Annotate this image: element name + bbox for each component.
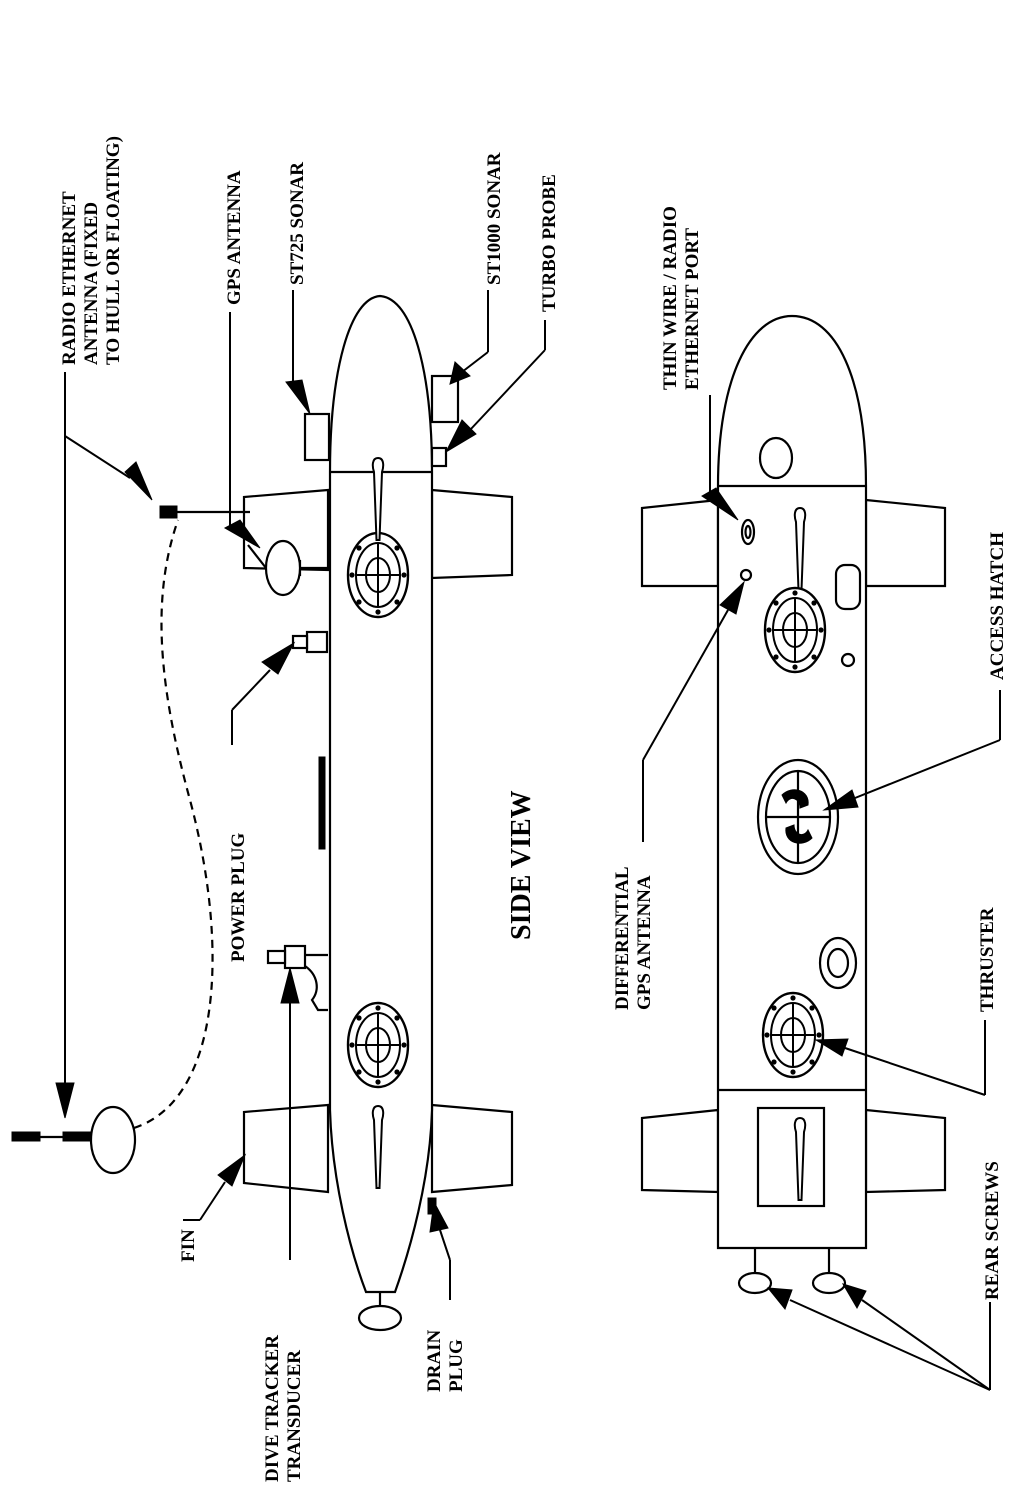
- thin-wire-label-2: ETHERNET PORT: [682, 228, 703, 390]
- radio-antenna-label-3: TO HULL OR FLOATING): [103, 136, 124, 365]
- side-rear-thruster: [346, 1001, 410, 1089]
- top-front-fin-right: [864, 498, 947, 588]
- side-view-drawing: [11, 290, 546, 1332]
- turbo-probe-unit: [430, 446, 448, 468]
- labels: SIDE VIEW RADIO ETHERNET ANTENNA (FIXED …: [59, 136, 1008, 1482]
- rear-screws-label: REAR SCREWS: [982, 1161, 1003, 1300]
- st1000-sonar-unit: [430, 374, 460, 424]
- radio-antenna-floating: [11, 519, 214, 1175]
- power-plug-label: POWER PLUG: [228, 832, 249, 962]
- top-view-callouts: [642, 395, 1001, 1391]
- drain-plug-label-1: DRAIN: [424, 1329, 445, 1392]
- side-front-fin-bottom: [430, 488, 514, 580]
- radio-antenna-label-1: RADIO ETHERNET: [59, 191, 80, 365]
- top-front-fin-left: [640, 498, 720, 588]
- differential-gps-label-2: GPS ANTENNA: [634, 875, 655, 1010]
- side-view-callouts: [55, 290, 546, 1300]
- dive-tracker-unit: [266, 944, 328, 1012]
- fin-label: FIN: [178, 1229, 199, 1262]
- access-hatch-unit: [756, 758, 840, 876]
- power-plug-unit: [291, 630, 329, 654]
- gps-antenna-unit: [247, 539, 328, 597]
- top-front-thruster: [763, 586, 827, 674]
- st725-sonar-unit: [303, 412, 331, 462]
- access-hatch-label: ACCESS HATCH: [987, 532, 1008, 680]
- side-view-title: SIDE VIEW: [506, 790, 537, 940]
- top-rear-fin-right: [864, 1108, 947, 1194]
- differential-gps-label-1: DIFFERENTIAL: [612, 866, 633, 1010]
- rear-screws-unit: [737, 1248, 847, 1295]
- dive-tracker-label-2: TRANSDUCER: [284, 1350, 305, 1482]
- gps-antenna-label: GPS ANTENNA: [224, 170, 245, 305]
- top-view-drawing: [640, 314, 1001, 1391]
- radio-antenna-label-2: ANTENNA (FIXED: [81, 202, 102, 365]
- thin-wire-label-1: THIN WIRE / RADIO: [660, 206, 681, 390]
- dive-tracker-label-1: DIVE TRACKER: [262, 1335, 283, 1482]
- st1000-sonar-label: ST1000 SONAR: [484, 152, 505, 285]
- side-front-fin-top: [242, 488, 330, 572]
- drain-plug-label-2: PLUG: [446, 1339, 467, 1392]
- side-rear-fin-bottom: [430, 1103, 514, 1194]
- st725-sonar-label: ST725 SONAR: [287, 162, 308, 285]
- radio-antenna-fixed: [159, 505, 250, 519]
- turbo-probe-label: TURBO PROBE: [539, 174, 560, 312]
- top-rear-thruster: [761, 991, 825, 1079]
- side-rear-fin-top: [242, 1103, 330, 1194]
- thruster-label: THRUSTER: [977, 907, 998, 1012]
- top-rear-fin-left: [640, 1108, 720, 1194]
- side-rear-prop: [357, 1304, 403, 1332]
- side-front-thruster: [346, 531, 410, 619]
